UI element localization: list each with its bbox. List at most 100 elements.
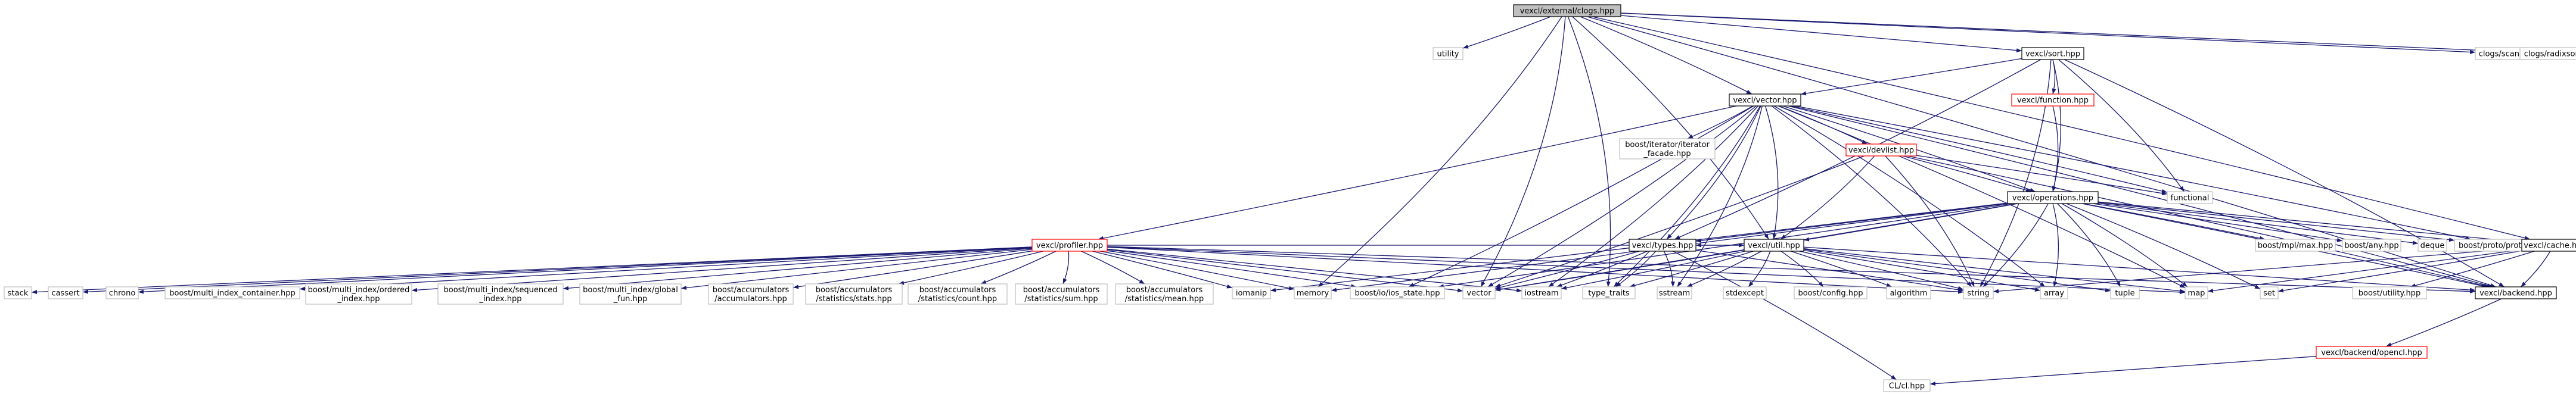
node-be_opencl[interactable]: vexcl/backend/opencl.hpp [2316,346,2428,359]
node-label-type_traits: type_traits [1588,289,1630,298]
edge-util-to-tuple [1803,249,2111,292]
edge-vector_hpp-to-sstream [1677,105,1763,287]
node-label-mi_global: boost/multi_index/global [583,286,678,295]
node-label-clogs: vexcl/external/clogs.hpp [1520,7,1615,16]
edge-profiler-to-cassert [82,246,1033,294]
edge-cache-to-map [2207,249,2522,293]
node-label-config: boost/config.hpp [1798,289,1863,298]
edge-clogs-to-vector_hpp [1580,16,1752,95]
edge-clogs-to-sort [1620,15,2022,53]
edge-operations-to-cache [2098,201,2522,244]
node-label-scan: clogs/scan.h [2479,50,2527,59]
node-label-profiler: vexcl/profiler.hpp [1036,242,1103,251]
node-box-cassert [48,286,83,299]
node-label-acc_acc: boost/accumulators [713,286,790,295]
edge-vector_hpp-to-map [1778,105,2186,289]
edge-function_hpp-to-operations [2052,105,2059,192]
node-box-bu_utility [2352,286,2427,299]
node-util[interactable]: vexcl/util.hpp [1744,239,1804,252]
node-box-sstream [1657,286,1692,299]
node-any: boost/any.hpp [2342,239,2401,252]
node-box-deque [2417,239,2447,252]
node-vector_hpp[interactable]: vexcl/vector.hpp [1729,93,1801,107]
node-profiler[interactable]: vexcl/profiler.hpp [1031,239,1108,252]
node-label-any: boost/any.hpp [2344,242,2398,251]
edge-util-to-backend [1803,246,2476,292]
node-label-cache: vexcl/cache.hpp [2524,242,2576,251]
edge-profiler-to-iomanip [1092,251,1233,289]
node-box-mi_ordered [305,283,412,305]
node-box-acc_sum [1015,283,1108,305]
node-box-config [1794,286,1867,299]
edge-profiler-to-backend [1107,246,2476,293]
node-bu_utility: boost/utility.hpp [2352,286,2427,299]
edge-operations-to-any [2092,203,2343,242]
edge-operations-to-mpl_max [2083,203,2266,240]
edge-clogs-to-radixsort [1620,12,2521,54]
node-box-function_hpp [2011,93,2095,107]
node-label-utility: utility [1437,50,1459,59]
node-devlist[interactable]: vexcl/devlist.hpp [1845,143,1917,157]
node-box-profiler [1031,239,1108,252]
node-label-be_opencl: vexcl/backend/opencl.hpp [2321,349,2422,358]
node-box-iter_facade [1619,138,1716,160]
node-label-mi_sequenced: _index.hpp [479,295,522,304]
node-cache[interactable]: vexcl/cache.hpp [2521,239,2576,252]
node-sort[interactable]: vexcl/sort.hpp [2021,47,2084,60]
node-type_traits: type_traits [1582,286,1636,299]
node-label-map: map [2188,289,2205,298]
edge-cache-to-bu_utility [2410,251,2535,288]
node-acc_mean: boost/accumulators/statistics/mean.hpp [1115,283,1214,305]
edge-vector_hpp-to-vector [1487,105,1757,287]
node-function_hpp[interactable]: vexcl/function.hpp [2011,93,2095,107]
edge-vector_hpp-to-proto [1795,105,2471,240]
edge-types-to-string [1695,249,1964,292]
node-types[interactable]: vexcl/types.hpp [1629,239,1696,252]
edge-profiler-to-acc_count [980,251,1056,285]
edge-operations-to-set [2066,203,2261,289]
node-label-array: array [2044,289,2064,298]
node-mpl_max: boost/mpl/max.hpp [2255,239,2336,252]
node-label-acc_sum: /statistics/sum.hpp [1024,295,1098,304]
node-box-utility [1433,47,1463,60]
node-box-util [1744,239,1804,252]
edge-cache-to-backend [2520,251,2551,287]
node-label-devlist: vexcl/devlist.hpp [1848,146,1914,155]
edge-profiler-to-iostream [1107,248,1522,293]
node-box-stack [4,286,32,299]
node-box-operations [2007,191,2099,204]
node-box-string [1963,286,1994,299]
edge-clogs-to-utility [1462,16,1551,49]
edge-cache-to-set [2277,250,2522,293]
node-tuple: tuple [2110,286,2140,299]
node-iter_facade: boost/iterator/iterator_facade.hpp [1619,138,1716,160]
node-clogs[interactable]: vexcl/external/clogs.hpp [1513,4,1621,17]
node-box-acc_count [908,283,1008,305]
node-operations[interactable]: vexcl/operations.hpp [2007,191,2099,204]
edge-vector_hpp-to-profiler [1098,105,1737,240]
node-label-mi_ordered: boost/multi_index/ordered [308,286,410,295]
node-acc_count: boost/accumulators/statistics/count.hpp [908,283,1008,305]
node-label-set: set [2263,289,2275,298]
edge-operations-to-types [1695,202,2008,243]
edge-clogs-to-vector [1480,16,1566,287]
node-acc_stats: boost/accumulators/statistics/stats.hpp [805,283,903,305]
node-functional: functional [2167,191,2213,204]
edge-types-to-type_traits [1615,251,1657,287]
node-label-vector: vector [1466,289,1491,298]
node-box-functional [2167,191,2213,204]
node-box-types [1629,239,1696,252]
edge-profiler-to-string [1107,246,1964,294]
edge-vector_hpp-to-array [1773,105,2046,287]
node-algorithm: algorithm [1886,286,1931,299]
edge-util-to-sstream [1686,251,1762,287]
node-label-cl: CL/cl.hpp [1889,382,1925,391]
node-backend[interactable]: vexcl/backend.hpp [2475,286,2557,299]
edge-vector_hpp-to-iter_facade [1687,105,1754,139]
edge-util-to-string [1799,251,1964,290]
node-label-acc_mean: boost/accumulators [1126,286,1203,295]
node-label-tuple: tuple [2115,289,2134,298]
node-box-algorithm [1886,286,1931,299]
edge-vector_hpp-to-ios_state [1408,105,1754,287]
